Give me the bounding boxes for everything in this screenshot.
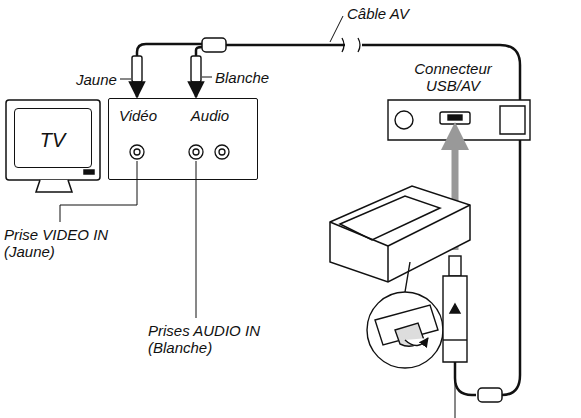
ferrite-core [202, 38, 226, 52]
camera [330, 186, 470, 282]
tv-set [6, 100, 100, 192]
detail-inset [367, 262, 443, 368]
jack-panel: Vidéo Audio [108, 98, 258, 180]
cable-break [342, 38, 360, 52]
av-cable [137, 44, 520, 395]
jack [130, 145, 229, 159]
rca-plug [132, 56, 201, 82]
tv-screen: TV [14, 108, 92, 168]
jack-label: Prise VIDEO IN (Jaune) [4, 226, 122, 260]
node-text: Vidéo [119, 107, 157, 124]
connector-label: Connecteur USB/AV [398, 60, 508, 94]
ferrite-core [478, 388, 502, 402]
insert-arrow [195, 82, 198, 97]
cable-label: Câble AV [347, 5, 409, 22]
node-text: TV [40, 129, 66, 151]
node-text: Audio [191, 107, 229, 124]
color-label: Blanche [215, 69, 269, 86]
color-label: Jaune [76, 71, 117, 88]
leader-line [60, 16, 455, 418]
insert-arrow [136, 82, 139, 97]
connector-panel [388, 100, 530, 140]
usb-plug [443, 256, 467, 362]
jack-label: Prises AUDIO IN (Blanche) [148, 322, 280, 356]
